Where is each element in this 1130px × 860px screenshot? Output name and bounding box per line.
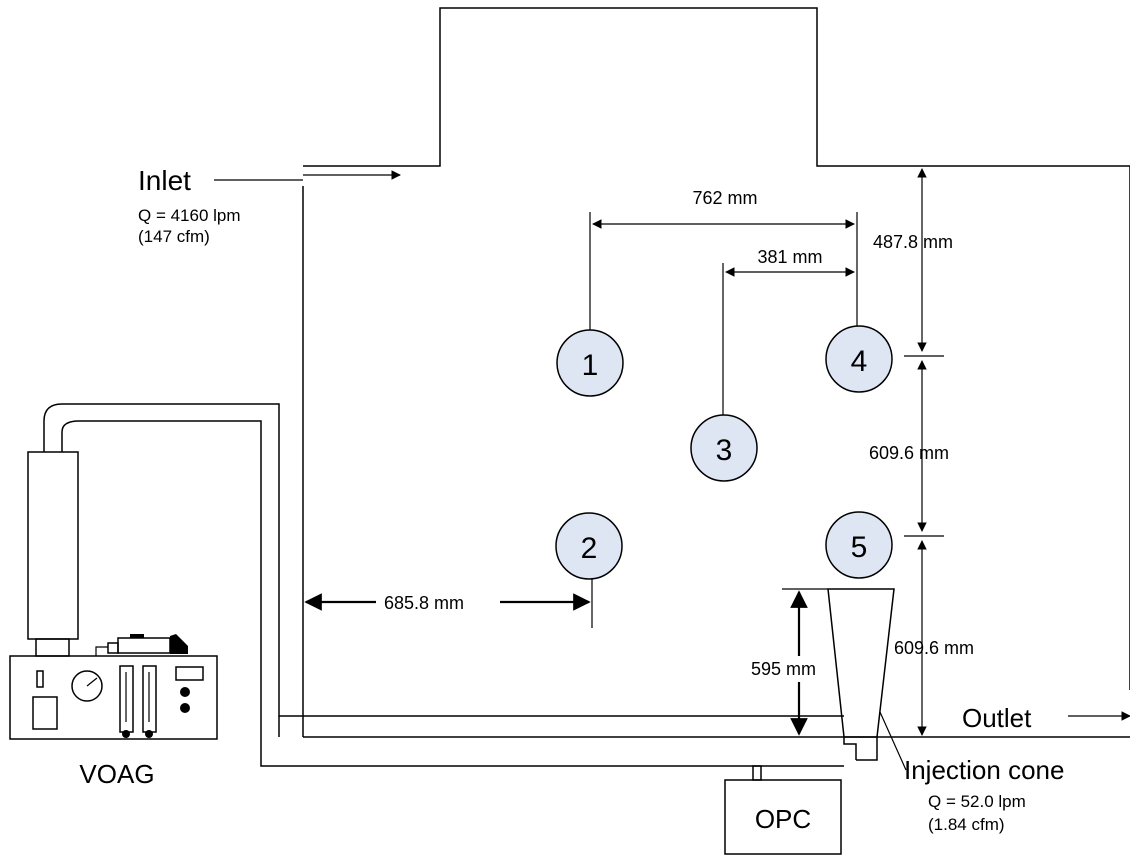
inlet-label: Inlet: [138, 165, 191, 196]
outlet-group: Outlet: [962, 703, 1130, 733]
point-5: 5: [825, 511, 893, 579]
dimension-762-label: 762 mm: [692, 188, 757, 208]
inlet-flow-rate: Q = 4160 lpm: [138, 206, 241, 225]
opc-label: OPC: [755, 804, 811, 834]
voag-instrument: VOAG: [9, 451, 218, 789]
dimension-762: 762 mm: [589, 188, 858, 318]
point-2-label: 2: [581, 532, 598, 565]
outlet-label: Outlet: [962, 703, 1032, 733]
vertical-dimensions: 487.8 mm 609.6 mm 609.6 mm: [869, 168, 974, 736]
point-2: 2: [555, 512, 623, 580]
point-1-label: 1: [582, 349, 599, 382]
injection-cone: 595 mm Injection cone Q = 52.0 lpm (1.84…: [751, 588, 1064, 834]
point-3: 3: [690, 414, 758, 482]
point-1: 1: [556, 318, 624, 397]
chamber-outline: [302, 7, 1130, 738]
cone-flow-rate: Q = 52.0 lpm: [928, 792, 1026, 811]
cone-flow-cfm: (1.84 cfm): [928, 815, 1005, 834]
dimension-6858: 685.8 mm: [304, 579, 593, 628]
inlet-flow-cfm: (147 cfm): [138, 227, 210, 246]
point-3-label: 3: [716, 434, 733, 467]
injection-cone-label: Injection cone: [904, 755, 1064, 785]
inlet-group: Inlet Q = 4160 lpm (147 cfm): [138, 165, 401, 246]
opc-instrument: OPC: [724, 779, 842, 855]
dimension-6858-label: 685.8 mm: [384, 593, 464, 613]
dimension-595-label: 595 mm: [751, 659, 816, 679]
point-4-label: 4: [851, 345, 868, 378]
dimension-4878-label: 487.8 mm: [873, 232, 953, 252]
dimension-6096-mid-label: 609.6 mm: [869, 443, 949, 463]
voag-label: VOAG: [79, 759, 154, 789]
dimension-381-label: 381 mm: [757, 247, 822, 267]
point-5-label: 5: [851, 531, 868, 564]
dimension-381: 381 mm: [722, 247, 855, 418]
dimension-6096-low-label: 609.6 mm: [894, 638, 974, 658]
point-4: 4: [825, 318, 893, 393]
